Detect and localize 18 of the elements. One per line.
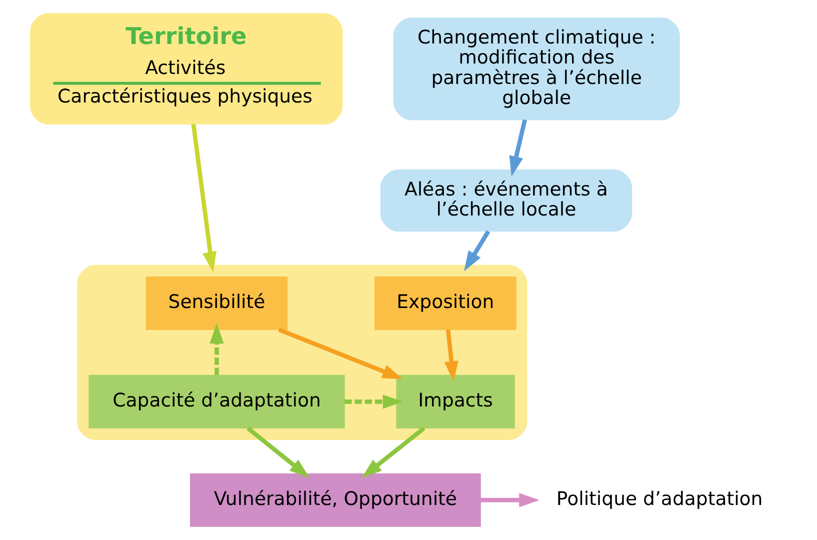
arrow: [191, 124, 216, 272]
node-box: Changement climatique : modification des paramètres à l’échelle globale: [393, 17, 680, 120]
node-box: Vulnérabilité, Opportunité: [190, 473, 481, 527]
arrow: [210, 323, 224, 375]
node-box: Capacité d’adaptation: [88, 374, 345, 428]
node-box: Aléas : événements à l’échelle locale: [380, 169, 632, 232]
cluster: [77, 264, 528, 440]
arrow: [509, 119, 528, 176]
node-box: Impacts: [396, 374, 515, 428]
arrow: [444, 330, 458, 382]
node-box: Territoire Activités Caractéristiques physiques: [30, 13, 343, 125]
arrow: [464, 230, 490, 272]
node-box: Sensibilité: [146, 276, 288, 330]
arrow: [480, 493, 540, 508]
node-box: Exposition: [374, 276, 516, 330]
node-text: Politique d’adaptation: [556, 489, 763, 510]
arrow: [278, 328, 403, 380]
arrow: [344, 394, 404, 409]
